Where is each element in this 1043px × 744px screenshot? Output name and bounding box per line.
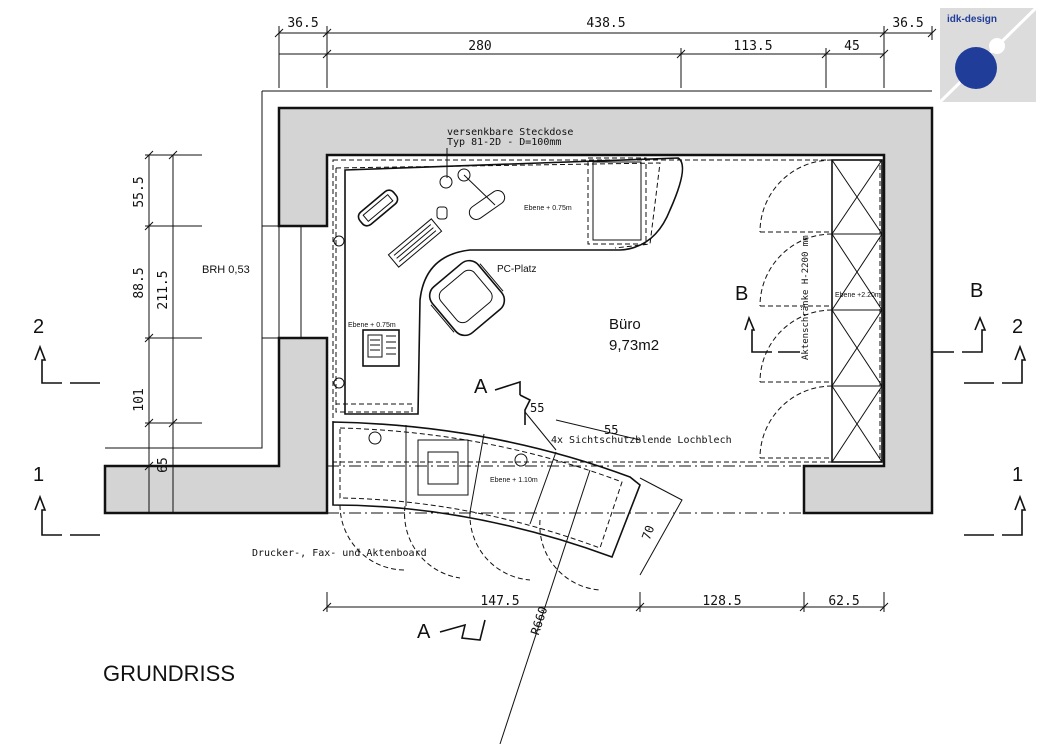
dim-left-101: 101 xyxy=(132,388,147,411)
mouse xyxy=(436,206,448,220)
brh-label: BRH 0,53 xyxy=(202,264,250,276)
dim-top-left: 36.5 xyxy=(287,16,318,31)
logo: idk-design xyxy=(938,6,1038,104)
dim-bottom-62: 62.5 xyxy=(828,594,859,609)
curved-sideboard xyxy=(332,421,641,591)
desk-lamp xyxy=(463,174,506,220)
dim-inner-45: 45 xyxy=(844,39,860,54)
dim-left-65: 65 xyxy=(156,457,171,473)
section-markers: A A B B 1 1 2 2 xyxy=(33,280,1027,643)
pc-platz-label: PC-Platz xyxy=(497,264,536,275)
ebene-075-left: Ebene + 0.75m xyxy=(348,322,396,329)
phone-device xyxy=(362,329,400,367)
cabinets-label: Aktenschränke H-2200 mm xyxy=(801,235,811,360)
dim-bottom-128: 128.5 xyxy=(702,594,741,609)
socket-label-1: versenkbare Steckdose xyxy=(447,127,573,138)
dim-left-211: 211.5 xyxy=(156,270,171,309)
wall-left-lower xyxy=(103,336,329,515)
room-area: 9,73m2 xyxy=(609,337,659,354)
dim-bottom-147: 147.5 xyxy=(480,594,519,609)
monitor xyxy=(357,189,399,227)
section-b-right: B xyxy=(970,280,983,302)
dim-left-55: 55.5 xyxy=(132,176,147,207)
section-a-bottom: A xyxy=(417,621,431,643)
dim-top-center: 438.5 xyxy=(586,16,625,31)
ebene-220: Ebene +2.20m xyxy=(835,292,881,299)
dim-desk-55a: 55 xyxy=(530,401,544,415)
left-dimensions: 55.5 88.5 211.5 101 65 BRH 0,53 xyxy=(132,150,250,514)
section-2-right: 2 xyxy=(1012,316,1023,338)
dim-desk-55b: 55 xyxy=(604,423,618,437)
keyboard xyxy=(387,218,443,268)
section-a-top: A xyxy=(474,376,488,398)
printer-label: Drucker-, Fax- und Aktenboard xyxy=(252,548,427,559)
privacy-label: 4x Sichtschutzblende Lochblech xyxy=(551,435,732,446)
logo-dot xyxy=(989,38,1005,54)
room-name: Büro xyxy=(609,316,641,333)
bottom-dimensions: 147.5 128.5 62.5 xyxy=(322,592,889,612)
top-dimensions: 36.5 438.5 36.5 280 113.5 45 xyxy=(274,16,937,88)
section-2-left: 2 xyxy=(33,316,44,338)
desk xyxy=(344,157,684,415)
dim-inner-113: 113.5 xyxy=(733,39,772,54)
dim-radius: R660 xyxy=(528,605,550,637)
dim-inner-280: 280 xyxy=(468,39,491,54)
logo-circle xyxy=(955,47,997,89)
dim-desk-70: 70 xyxy=(639,523,657,541)
ebene-075-right: Ebene + 0.75m xyxy=(524,205,572,212)
walls xyxy=(103,90,934,515)
dim-top-right: 36.5 xyxy=(892,16,923,31)
socket-label-2: Typ 81-2D - D=100mm xyxy=(447,137,561,148)
ebene-110: Ebene + 1.10m xyxy=(490,477,538,484)
interior xyxy=(327,157,932,744)
section-1-right: 1 xyxy=(1012,464,1023,486)
file-cabinets xyxy=(759,159,883,463)
section-1-left: 1 xyxy=(33,464,44,486)
dim-left-88: 88.5 xyxy=(132,267,147,298)
page-title: GRUNDRISS xyxy=(103,661,235,686)
section-b-left: B xyxy=(735,283,748,305)
room-labels: Büro 9,73m2 versenkbare Steckdose Typ 81… xyxy=(103,127,881,686)
logo-text: idk-design xyxy=(947,14,997,25)
office-chair xyxy=(428,259,506,337)
